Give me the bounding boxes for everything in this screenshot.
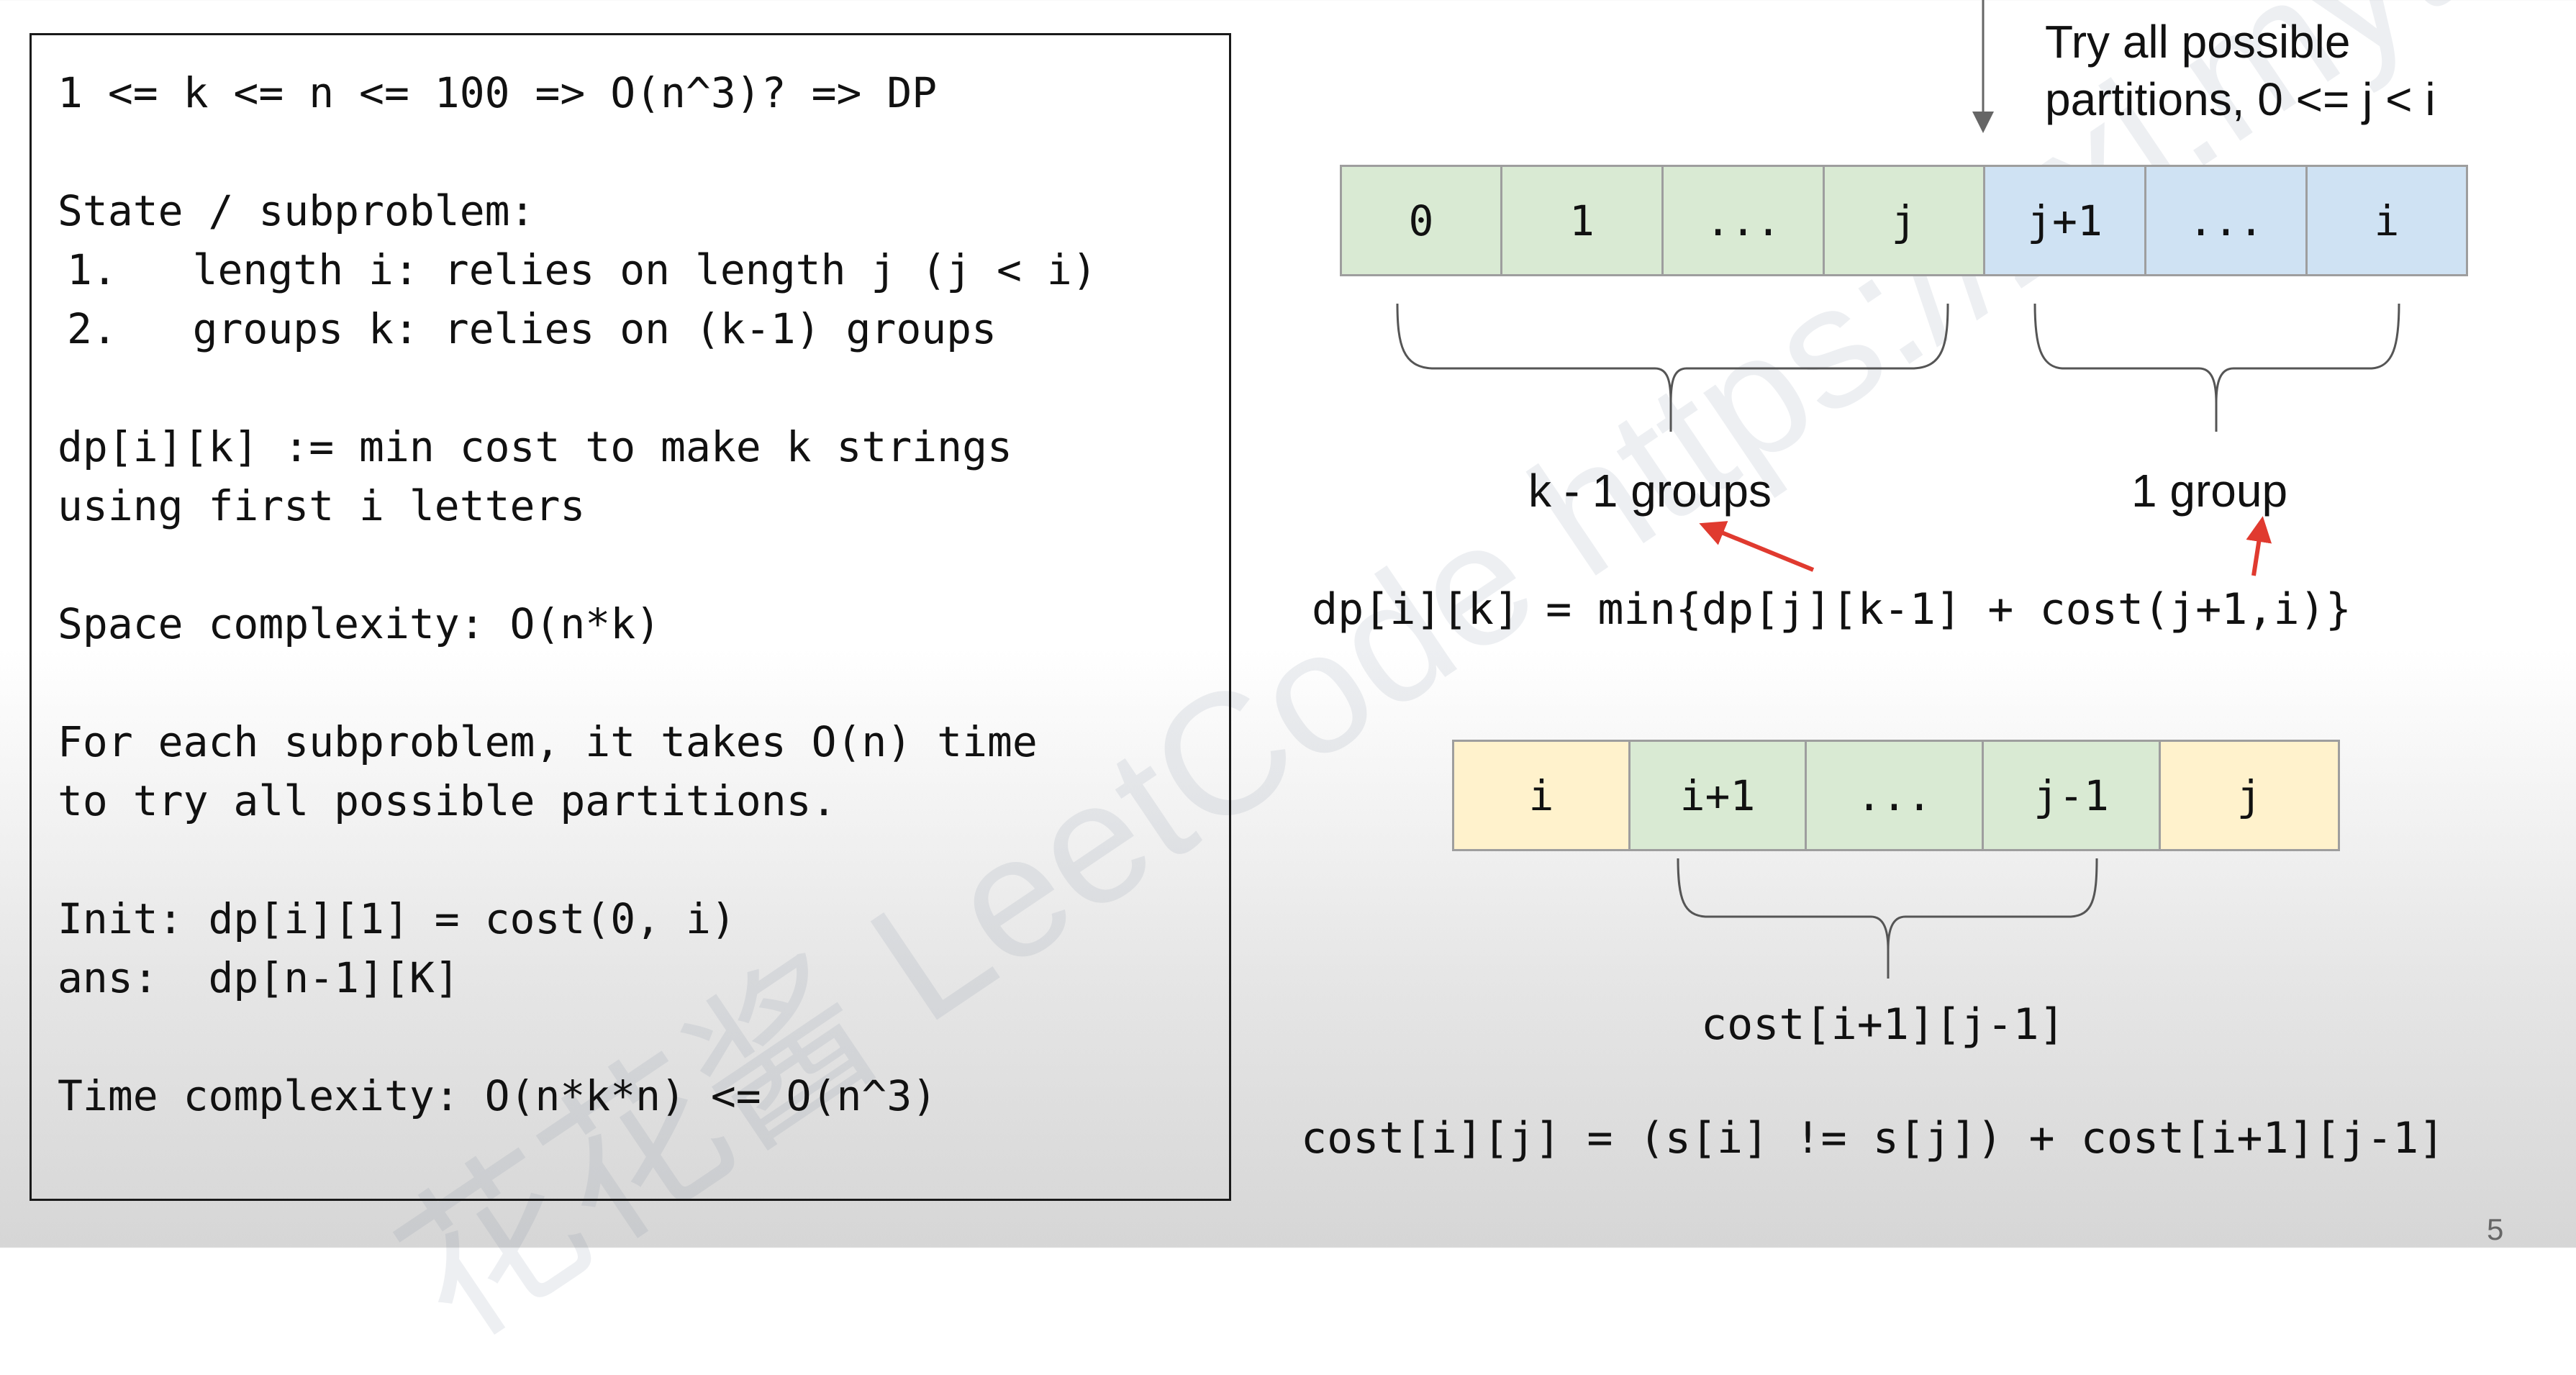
state-heading: State / subproblem: bbox=[58, 186, 535, 235]
cost-inner-label: cost[i+1][j-1] bbox=[1701, 999, 2065, 1050]
red-arrow-to-k-minus-1-groups bbox=[1699, 521, 1815, 572]
constraint-line: 1 <= k <= n <= 100 => O(n^3)? => DP bbox=[58, 68, 938, 117]
time-complexity: Time complexity: O(n*k*n) <= O(n^3) bbox=[58, 1071, 938, 1120]
left-group-brace bbox=[1396, 303, 1949, 432]
partition-note-line-1: Try all possible bbox=[2045, 16, 2351, 68]
subproblem-time-line-2: to try all possible partitions. bbox=[58, 776, 837, 825]
top-cell-1: 1 bbox=[1500, 165, 1664, 276]
state-item-2: 2. groups k: relies on (k-1) groups bbox=[67, 304, 997, 353]
top-cell-6: i bbox=[2305, 165, 2468, 276]
space-complexity: Space complexity: O(n*k) bbox=[58, 599, 661, 648]
k-minus-1-groups-label: k - 1 groups bbox=[1528, 465, 1772, 517]
bottom-cell-0: i bbox=[1452, 740, 1631, 851]
dp-definition-line-2: using first i letters bbox=[58, 481, 586, 530]
dp-definition-line-1: dp[i][k] := min cost to make k strings bbox=[58, 422, 1012, 471]
top-cell-5: ... bbox=[2144, 165, 2308, 276]
code-panel bbox=[30, 33, 1231, 1201]
inner-range-brace bbox=[1677, 858, 2098, 979]
top-cell-2: ... bbox=[1661, 165, 1825, 276]
bottom-cell-4: j bbox=[2159, 740, 2340, 851]
page-number: 5 bbox=[2487, 1212, 2504, 1246]
partition-note-line-2: partitions, 0 <= j < i bbox=[2045, 73, 2436, 125]
top-cell-4: j+1 bbox=[1983, 165, 2146, 276]
top-cell-0: 0 bbox=[1340, 165, 1502, 276]
diagram-annotations bbox=[1396, 0, 2400, 979]
dp-transition-formula: dp[i][k] = min{dp[j][k-1] + cost(j+1,i)} bbox=[1312, 584, 2351, 635]
one-group-label: 1 group bbox=[2131, 465, 2288, 517]
red-arrow-to-one-group bbox=[2246, 516, 2272, 576]
bottom-cell-3: j-1 bbox=[1982, 740, 2161, 851]
subproblem-time-line-1: For each subproblem, it takes O(n) time bbox=[58, 717, 1038, 766]
bottom-cell-1: i+1 bbox=[1628, 740, 1807, 851]
right-group-brace bbox=[2033, 303, 2400, 432]
bottom-cell-2: ... bbox=[1805, 740, 1984, 851]
init-line: Init: dp[i][1] = cost(0, i) bbox=[58, 894, 736, 943]
cost-recurrence-formula: cost[i][j] = (s[i] != s[j]) + cost[i+1][… bbox=[1301, 1113, 2445, 1163]
top-cell-3: j bbox=[1823, 165, 1985, 276]
answer-line: ans: dp[n-1][K] bbox=[58, 953, 460, 1002]
state-item-1: 1. length i: relies on length j (j < i) bbox=[67, 245, 1097, 294]
